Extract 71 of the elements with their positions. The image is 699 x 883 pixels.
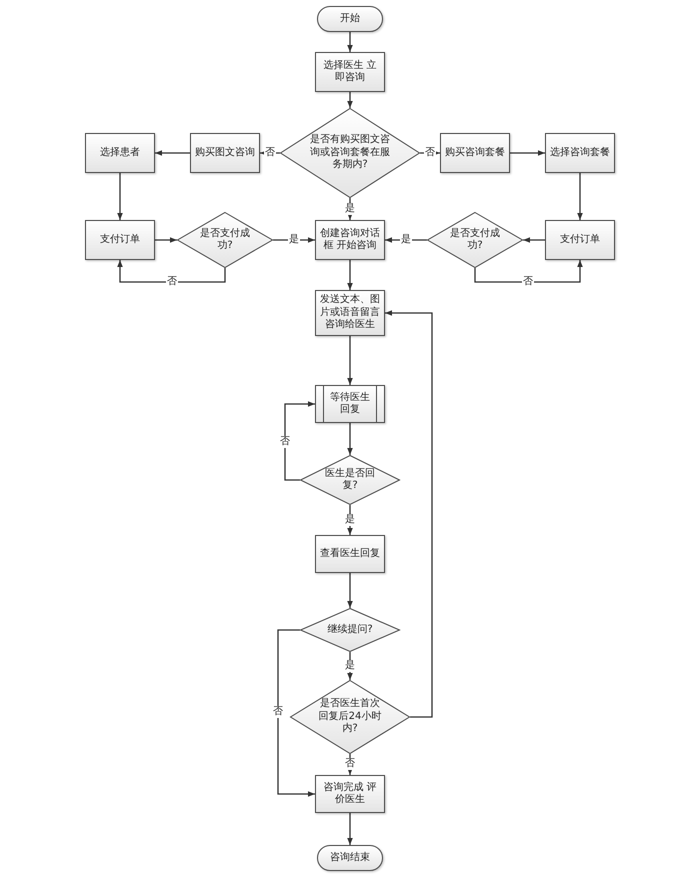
edge-label: 是 <box>400 234 412 246</box>
edge-label: 否 <box>522 276 534 288</box>
process-box <box>315 535 385 573</box>
subprocess-box <box>315 385 385 423</box>
arrow <box>474 260 583 283</box>
arrow <box>385 310 433 718</box>
process-box <box>545 133 615 173</box>
node-label: 等待医生回复 <box>329 392 371 416</box>
node-label: 查看医生回复 <box>320 548 380 560</box>
arrow <box>523 237 545 243</box>
arrow <box>420 150 440 156</box>
process-box <box>315 52 385 92</box>
arrow <box>577 173 583 220</box>
edge-label: 是 <box>288 234 300 246</box>
node-label: 创建咨询对话框 开始咨询 <box>320 228 380 252</box>
node-label: 是否支付成功? <box>449 228 501 252</box>
node-label: 开始 <box>340 12 360 26</box>
node-label: 是否支付成功? <box>199 228 251 252</box>
decision-diamond <box>177 212 273 268</box>
arrow <box>347 92 353 108</box>
edge-label: 否 <box>344 758 356 770</box>
arrow <box>117 260 226 283</box>
edge-label: 否 <box>272 706 284 718</box>
node-label: 是否有购买图文咨询或咨询套餐在服务期内? <box>309 134 391 172</box>
node-label: 支付订单 <box>560 234 600 246</box>
node-label: 咨询结束 <box>330 852 370 864</box>
arrow <box>347 336 353 385</box>
node-label: 医生是否回复? <box>324 468 376 492</box>
node-label: 选择患者 <box>100 146 140 160</box>
process-box <box>545 220 615 260</box>
decision-diamond <box>280 108 420 198</box>
edge-label: 否 <box>279 436 291 448</box>
edge-label: 否 <box>264 147 276 159</box>
node-label: 是否医生首次回复后24小时内? <box>318 698 382 736</box>
node-label: 咨询完成 评价医生 <box>322 782 378 806</box>
node-label: 选择医生 立即咨询 <box>322 60 378 84</box>
arrow <box>347 32 353 52</box>
decision-diamond <box>300 455 400 505</box>
decision-diamond <box>300 608 400 652</box>
process-box <box>315 220 385 260</box>
arrow <box>284 401 315 481</box>
arrow <box>117 173 123 220</box>
node-label: 购买咨询套餐 <box>445 146 505 160</box>
decision-diamond <box>427 212 523 268</box>
arrow <box>155 237 177 243</box>
arrow <box>155 150 190 156</box>
process-box <box>440 133 510 173</box>
process-box <box>85 220 155 260</box>
edge-label: 是 <box>344 514 356 526</box>
arrow <box>510 150 545 156</box>
node-label: 购买图文咨询 <box>195 146 255 160</box>
edge-label: 是 <box>344 203 356 215</box>
arrow <box>347 423 353 455</box>
edge-label: 否 <box>166 276 178 288</box>
arrow <box>273 237 315 243</box>
arrow <box>277 629 315 797</box>
arrow <box>260 150 280 156</box>
arrow <box>347 813 353 845</box>
node-label: 选择咨询套餐 <box>550 146 610 160</box>
node-label: 继续提问? <box>326 624 374 636</box>
process-box <box>315 775 385 813</box>
node-label: 支付订单 <box>100 234 140 246</box>
node-label: 发送文本、图片或语音留言咨询给医生 <box>320 294 380 332</box>
arrow <box>347 260 353 290</box>
process-box <box>190 133 260 173</box>
arrow <box>347 573 353 608</box>
process-box <box>85 133 155 173</box>
arrow <box>385 237 427 243</box>
edge-label: 是 <box>344 660 356 672</box>
edge-label: 否 <box>424 147 436 159</box>
decision-diamond <box>290 680 410 754</box>
